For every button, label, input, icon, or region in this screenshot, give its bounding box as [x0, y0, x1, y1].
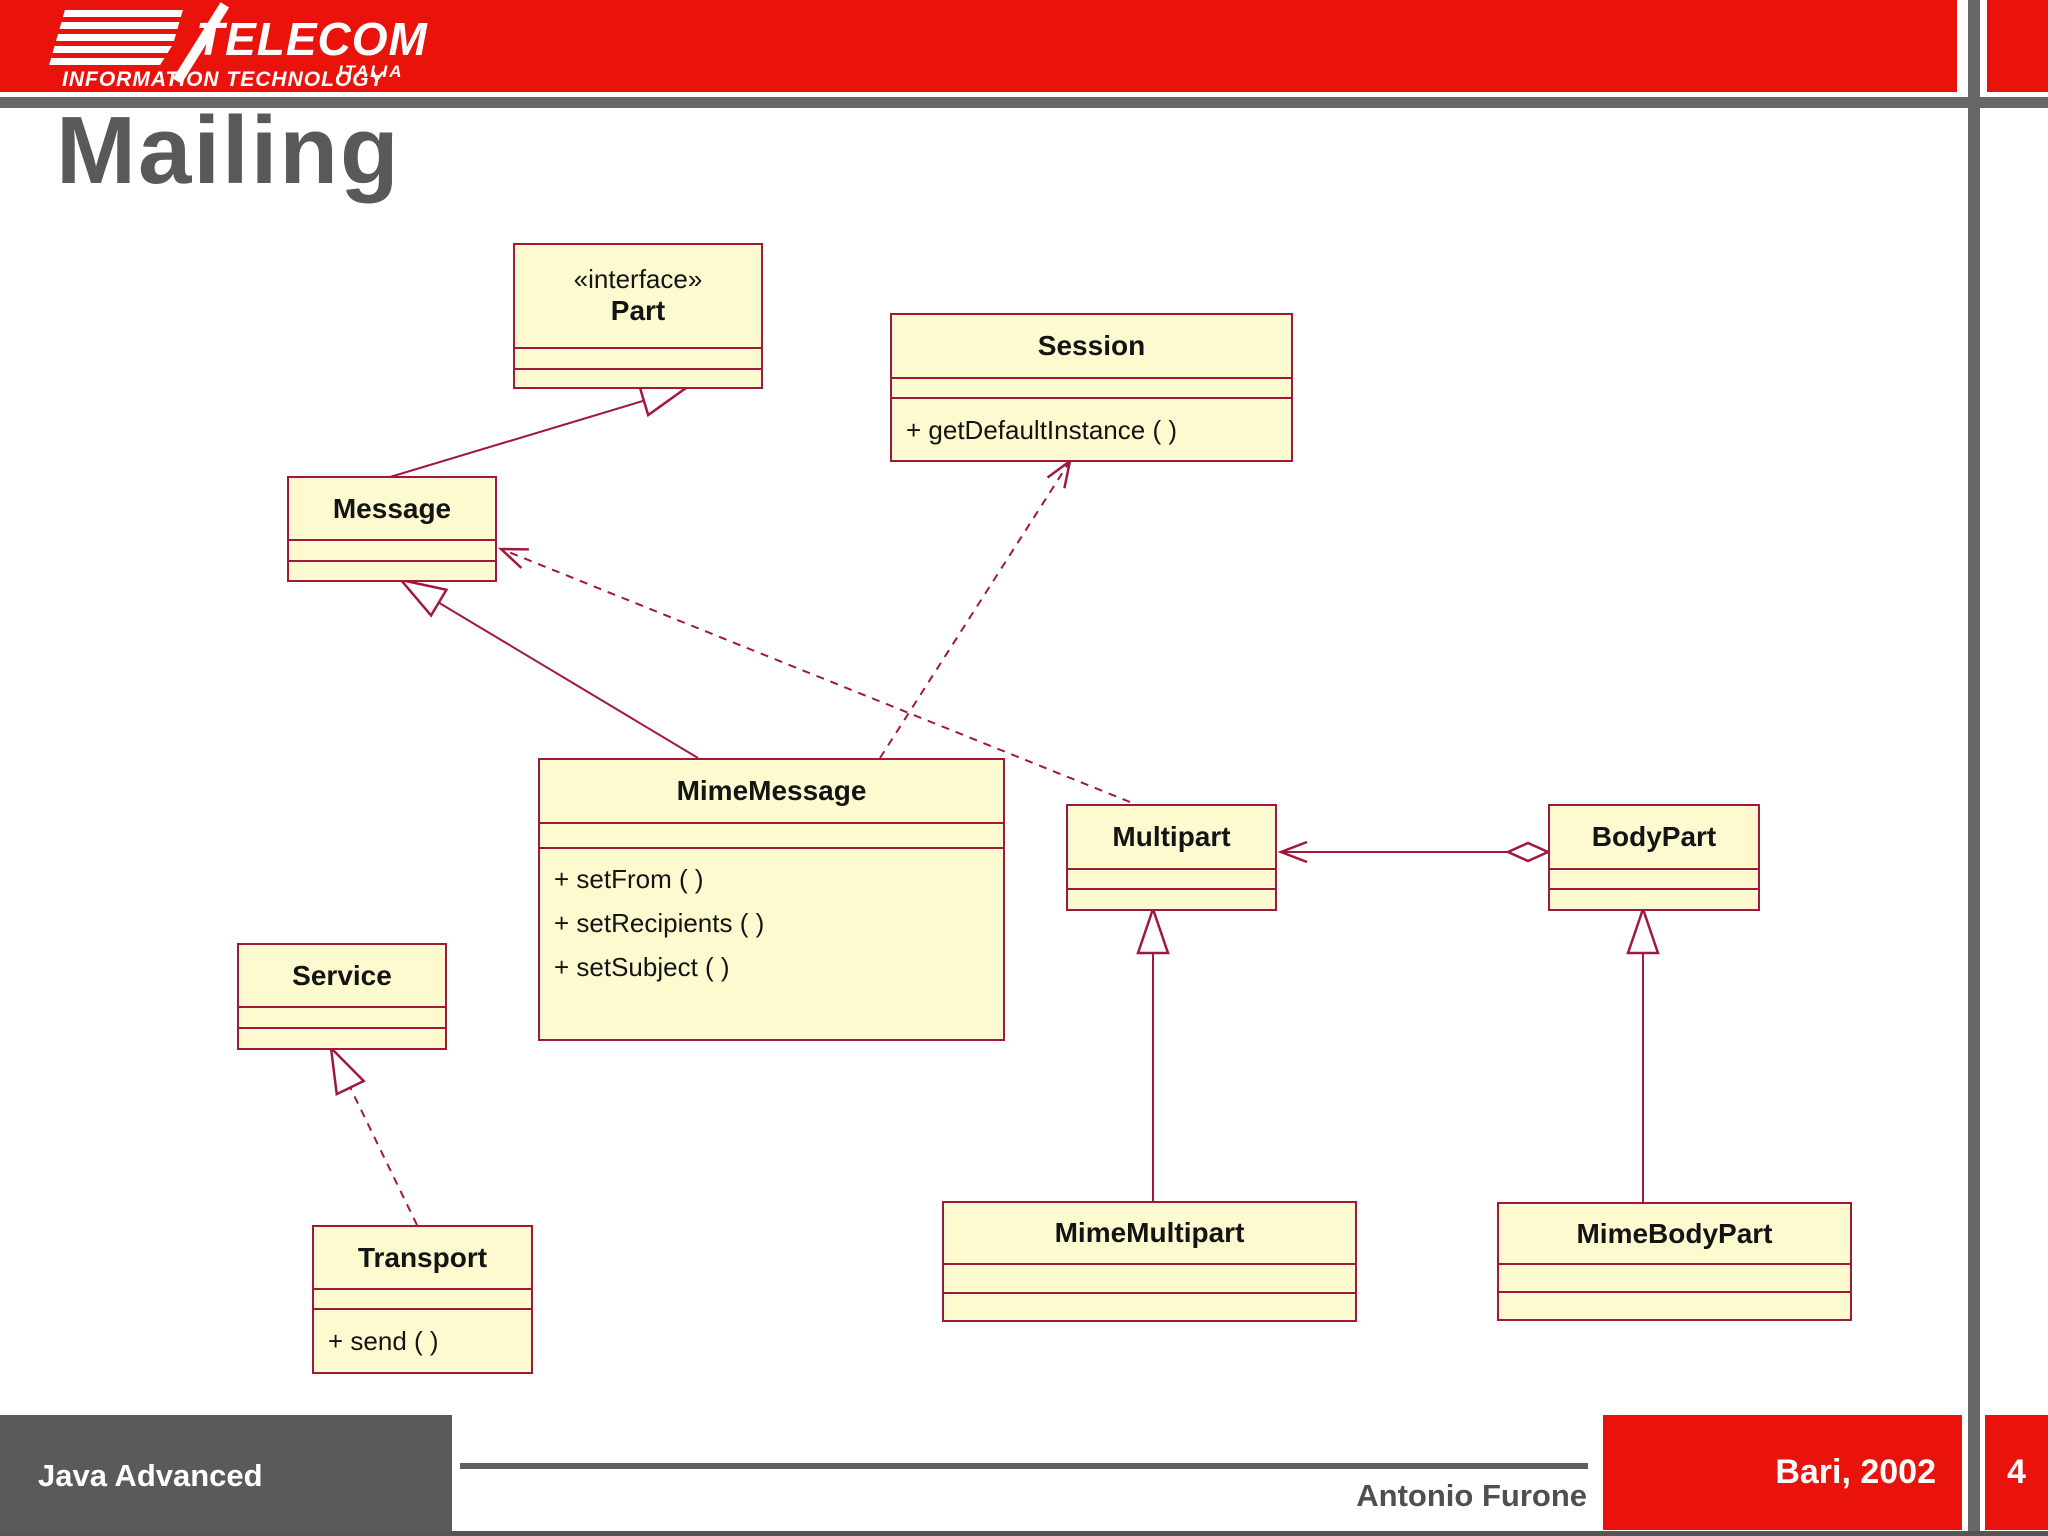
class-name: Transport: [357, 1241, 488, 1273]
class-operations-compartment: [515, 370, 761, 387]
telecom-italia-logo: TELECOM ITALIA INFORMATION TECHNOLOGY: [28, 0, 498, 91]
class-attributes-compartment: [289, 541, 495, 562]
class-title-compartment: BodyPart: [1550, 806, 1758, 870]
class-title-compartment: Message: [289, 478, 495, 541]
class-attributes-compartment: [1068, 870, 1275, 890]
class-operations-compartment: [1550, 890, 1758, 909]
class-operations-compartment: [289, 562, 495, 580]
class-attributes-compartment: [515, 349, 761, 370]
class-title-compartment: Multipart: [1068, 806, 1275, 870]
footer-course-label: Java Advanced: [38, 1458, 263, 1493]
class-box-bodypart: BodyPart: [1548, 804, 1760, 911]
brand-telecom: TELECOM: [196, 13, 428, 65]
class-attributes-compartment: [892, 379, 1291, 399]
class-title-compartment: «interface» Part: [515, 245, 761, 349]
class-attributes-compartment: [239, 1008, 445, 1029]
class-operations-compartment: [944, 1294, 1355, 1320]
class-title-compartment: MimeBodyPart: [1499, 1204, 1850, 1265]
footer-bottom-strip: [0, 1531, 2048, 1536]
class-title-compartment: Service: [239, 945, 445, 1008]
class-operation: + setSubject ( ): [554, 952, 730, 982]
class-name: Multipart: [1112, 821, 1231, 852]
class-name: MimeMultipart: [1054, 1217, 1245, 1248]
page-title: Mailing: [56, 97, 401, 204]
header-divider-bar: [0, 97, 2048, 108]
class-attributes-compartment: [1550, 870, 1758, 890]
header-banner-right-block: [1987, 0, 2048, 92]
brand-tagline: INFORMATION TECHNOLOGY: [62, 68, 385, 91]
class-operations-compartment: + send ( ): [314, 1310, 531, 1372]
class-name: Part: [610, 295, 666, 326]
edge-mimemessage-extends-message: [397, 578, 699, 759]
header-banner: TELECOM ITALIA INFORMATION TECHNOLOGY: [0, 0, 1957, 92]
class-attributes-compartment: [1499, 1265, 1850, 1293]
class-title-compartment: Transport: [314, 1227, 531, 1290]
class-name: Message: [332, 492, 452, 524]
edge-mimemessage-uses-session: [879, 458, 1072, 759]
class-title-compartment: MimeMessage: [540, 760, 1003, 824]
class-operations-compartment: [239, 1029, 445, 1048]
class-box-part: «interface» Part: [513, 243, 763, 389]
class-operation: + send ( ): [328, 1326, 439, 1356]
edge-multipart-uses-message: [497, 547, 1131, 803]
class-operations-compartment: + setFrom ( ) + setRecipients ( ) + setSub…: [540, 849, 1003, 1039]
class-title-compartment: MimeMultipart: [944, 1203, 1355, 1265]
class-box-mimebodypart: MimeBodyPart: [1497, 1202, 1852, 1321]
footer-venue-block: Bari, 2002: [1603, 1415, 1962, 1530]
class-operations-compartment: + getDefaultInstance ( ): [892, 399, 1291, 460]
class-box-mimemessage: MimeMessage + setFrom ( ) + setRecipients…: [538, 758, 1005, 1041]
vertical-divider-bar: [1968, 0, 1980, 1536]
class-name: Service: [292, 959, 392, 991]
edge-transport-extends-service: [329, 1044, 418, 1226]
footer-author: Antonio Furone: [1356, 1478, 1587, 1513]
class-stereotype: «interface»: [573, 264, 703, 294]
class-box-service: Service: [237, 943, 447, 1050]
footer-course-block: [0, 1415, 452, 1531]
class-operations-compartment: [1068, 890, 1275, 909]
footer-page-number: 4: [1985, 1415, 2048, 1530]
class-box-session: Session + getDefaultInstance ( ): [890, 313, 1293, 462]
class-name: BodyPart: [1591, 821, 1717, 852]
class-operations-compartment: [1499, 1293, 1850, 1319]
class-operation: + setRecipients ( ): [554, 908, 765, 938]
class-operation: + setFrom ( ): [554, 864, 704, 894]
class-box-multipart: Multipart: [1066, 804, 1277, 911]
class-attributes-compartment: [314, 1290, 531, 1310]
class-attributes-compartment: [540, 824, 1003, 849]
footer-divider-line: [460, 1463, 1588, 1469]
brand-italia: ITALIA: [338, 62, 404, 81]
class-attributes-compartment: [944, 1265, 1355, 1294]
class-box-message: Message: [287, 476, 497, 582]
edge-message-extends-part: [389, 384, 690, 478]
class-name: MimeBodyPart: [1576, 1217, 1773, 1249]
class-name: Session: [1037, 330, 1146, 361]
class-operation: + getDefaultInstance ( ): [906, 414, 1177, 445]
class-box-mimemultipart: MimeMultipart: [942, 1201, 1357, 1322]
class-title-compartment: Session: [892, 315, 1291, 379]
class-box-transport: Transport + send ( ): [312, 1225, 533, 1374]
class-name: MimeMessage: [676, 775, 867, 806]
